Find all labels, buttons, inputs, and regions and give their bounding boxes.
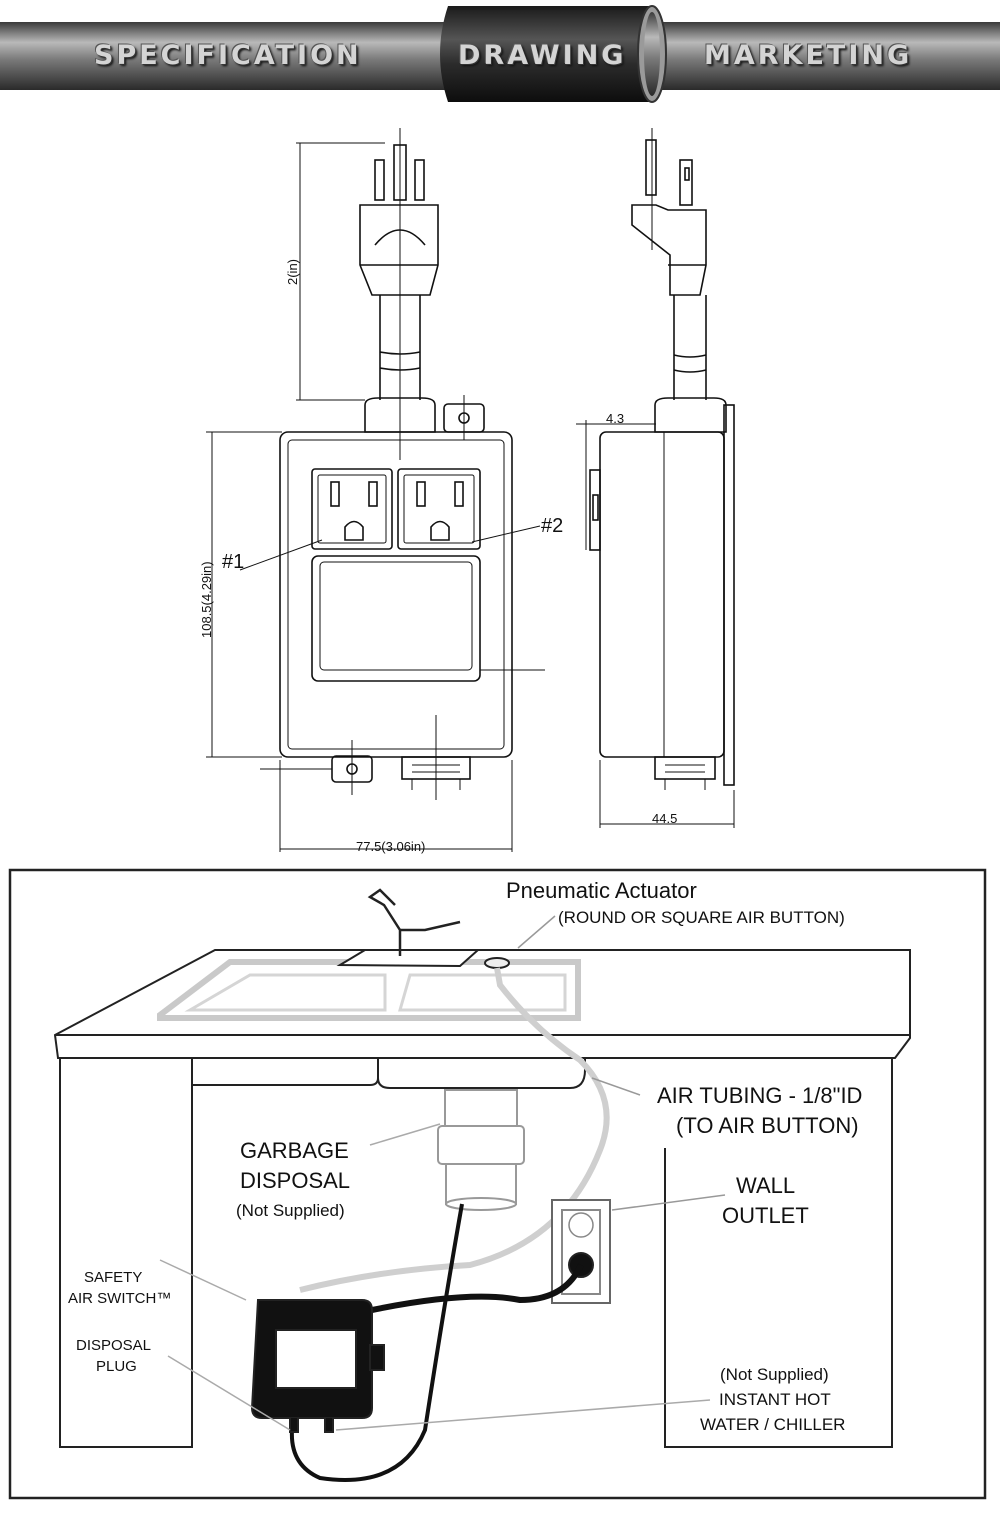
- outlet-1-label: #1: [222, 551, 244, 573]
- garbage-disposal: [437, 1089, 525, 1211]
- faucet-plate: [336, 949, 481, 968]
- dim-height: 108.5(4.29in): [199, 561, 214, 638]
- plug-head: [359, 204, 439, 296]
- power-cord: [371, 1263, 584, 1313]
- dimension-lines: [206, 142, 513, 852]
- outlet-2: [397, 468, 481, 550]
- actuator-subtitle: (ROUND OR SQUARE AIR BUTTON): [558, 908, 845, 927]
- callout-1-leader: [239, 539, 323, 571]
- dim-width: 77.5(3.06in): [356, 839, 425, 854]
- side-view: [589, 128, 735, 790]
- switch-housing: [279, 431, 513, 758]
- tubing-label: AIR TUBING - 1/8"ID: [657, 1083, 862, 1108]
- countertop: [53, 949, 911, 1059]
- installation-diagram: Pneumatic Actuator (ROUND OR SQUARE AIR …: [0, 868, 1000, 1509]
- tubing-label-2: (TO AIR BUTTON): [676, 1113, 859, 1138]
- disposal-label-2: DISPOSAL: [240, 1168, 350, 1193]
- hot-label-2: WATER / CHILLER: [700, 1415, 845, 1434]
- switch-label: SAFETY: [84, 1269, 142, 1286]
- tab-bar: SPECIFICATION DRAWING MARKETING: [0, 0, 1000, 108]
- sink: [157, 959, 581, 1021]
- cabinet-right: [664, 1058, 893, 1448]
- air-tubing: [299, 967, 610, 1293]
- plug-prong-left: [374, 159, 385, 201]
- callout-2-leader: [471, 525, 541, 543]
- plug-label-2: PLUG: [96, 1358, 137, 1375]
- strain-relief: [364, 397, 436, 433]
- technical-drawing: 2(in) 108.5(4.29in) 77.5(3.06in) 44.5 4.…: [0, 108, 1000, 868]
- plug-prong-right: [414, 159, 425, 201]
- faucet: [367, 888, 461, 956]
- dim-plug-length: 2(in): [285, 259, 300, 285]
- tab-specification[interactable]: SPECIFICATION: [94, 40, 362, 71]
- air-button: [484, 957, 510, 969]
- plug-label: DISPOSAL: [76, 1337, 151, 1354]
- cabinet-left: [59, 1058, 193, 1448]
- actuator-title: Pneumatic Actuator: [506, 878, 697, 903]
- label-panel: [311, 555, 481, 682]
- disposal-cord: [289, 1203, 464, 1482]
- disposal-label: GARBAGE: [240, 1138, 349, 1163]
- diagram-frame: [8, 868, 987, 1500]
- disposal-note: (Not Supplied): [236, 1201, 345, 1220]
- outlet-1: [311, 468, 393, 550]
- tab-marketing[interactable]: MARKETING: [704, 40, 913, 71]
- dim-depth: 44.5: [652, 811, 677, 826]
- hot-label: INSTANT HOT: [719, 1390, 831, 1409]
- tab-drawing[interactable]: DRAWING: [458, 40, 627, 71]
- safety-air-switch: [250, 1299, 385, 1433]
- dim-tab: 4.3: [606, 411, 624, 426]
- outlet-2-label: #2: [541, 515, 563, 537]
- switch-label-2: AIR SWITCH™: [68, 1290, 171, 1307]
- hot-note: (Not Supplied): [720, 1365, 829, 1384]
- wall-outlet-label-2: OUTLET: [722, 1203, 809, 1228]
- tab-bar-background: [0, 5, 1000, 103]
- wall-outlet-label: WALL: [736, 1173, 795, 1198]
- front-view: [279, 128, 545, 800]
